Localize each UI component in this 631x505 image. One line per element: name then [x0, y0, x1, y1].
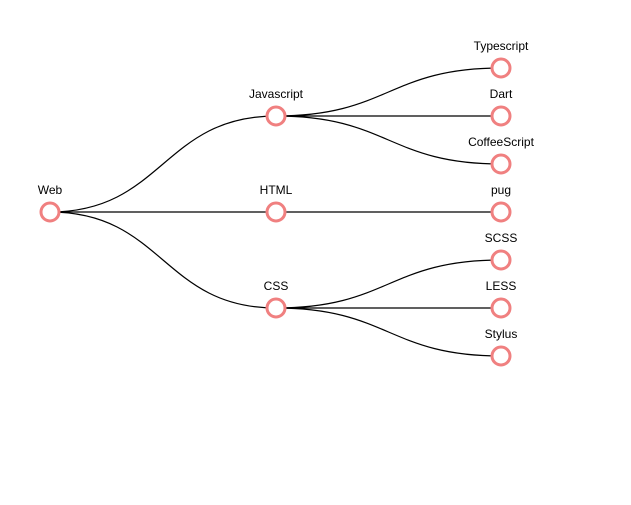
node-circle-dart[interactable]: [490, 105, 512, 127]
node-circle-javascript[interactable]: [265, 105, 287, 127]
node-label-pug: pug: [491, 183, 511, 197]
node-label-dart: Dart: [490, 87, 513, 101]
node-circle-less[interactable]: [490, 297, 512, 319]
node-circle-stylus[interactable]: [490, 345, 512, 367]
tree-node-dart[interactable]: Dart: [490, 87, 513, 127]
link-web-to-javascript: [49, 115, 277, 213]
tree-node-typescript[interactable]: Typescript: [474, 39, 529, 79]
tree-node-less[interactable]: LESS: [486, 279, 517, 319]
node-label-html: HTML: [260, 183, 293, 197]
tree-node-css[interactable]: CSS: [264, 279, 289, 319]
node-circle-typescript[interactable]: [490, 57, 512, 79]
node-circle-coffeescript[interactable]: [490, 153, 512, 175]
tree-node-html[interactable]: HTML: [260, 183, 293, 223]
tree-node-javascript[interactable]: Javascript: [249, 87, 304, 127]
link-css-to-stylus: [275, 307, 502, 357]
tree-node-pug[interactable]: pug: [490, 183, 512, 223]
nodes-layer: Web Javascript TypescriptDartCoffeeScriptH…: [38, 39, 535, 367]
tree-node-coffeescript[interactable]: CoffeeScript: [468, 135, 535, 175]
node-label-coffeescript: CoffeeScript: [468, 135, 534, 149]
node-label-javascript: Javascript: [249, 87, 304, 101]
link-css-to-scss: [275, 259, 502, 309]
node-circle-html[interactable]: [265, 201, 287, 223]
node-circle-web[interactable]: [39, 201, 61, 223]
node-label-scss: SCSS: [485, 231, 518, 245]
links-layer: [49, 67, 502, 357]
tree-node-stylus[interactable]: Stylus: [485, 327, 518, 367]
node-label-web: Web: [38, 183, 63, 197]
node-label-typescript: Typescript: [474, 39, 529, 53]
link-javascript-to-typescript: [275, 67, 502, 117]
node-label-stylus: Stylus: [485, 327, 518, 341]
node-circle-pug[interactable]: [490, 201, 512, 223]
tree-node-web[interactable]: Web: [38, 183, 63, 223]
node-label-less: LESS: [486, 279, 517, 293]
node-label-css: CSS: [264, 279, 289, 293]
link-web-to-css: [49, 211, 277, 309]
tree-node-scss[interactable]: SCSS: [485, 231, 518, 271]
node-circle-scss[interactable]: [490, 249, 512, 271]
link-javascript-to-coffeescript: [275, 115, 502, 165]
node-circle-css[interactable]: [265, 297, 287, 319]
